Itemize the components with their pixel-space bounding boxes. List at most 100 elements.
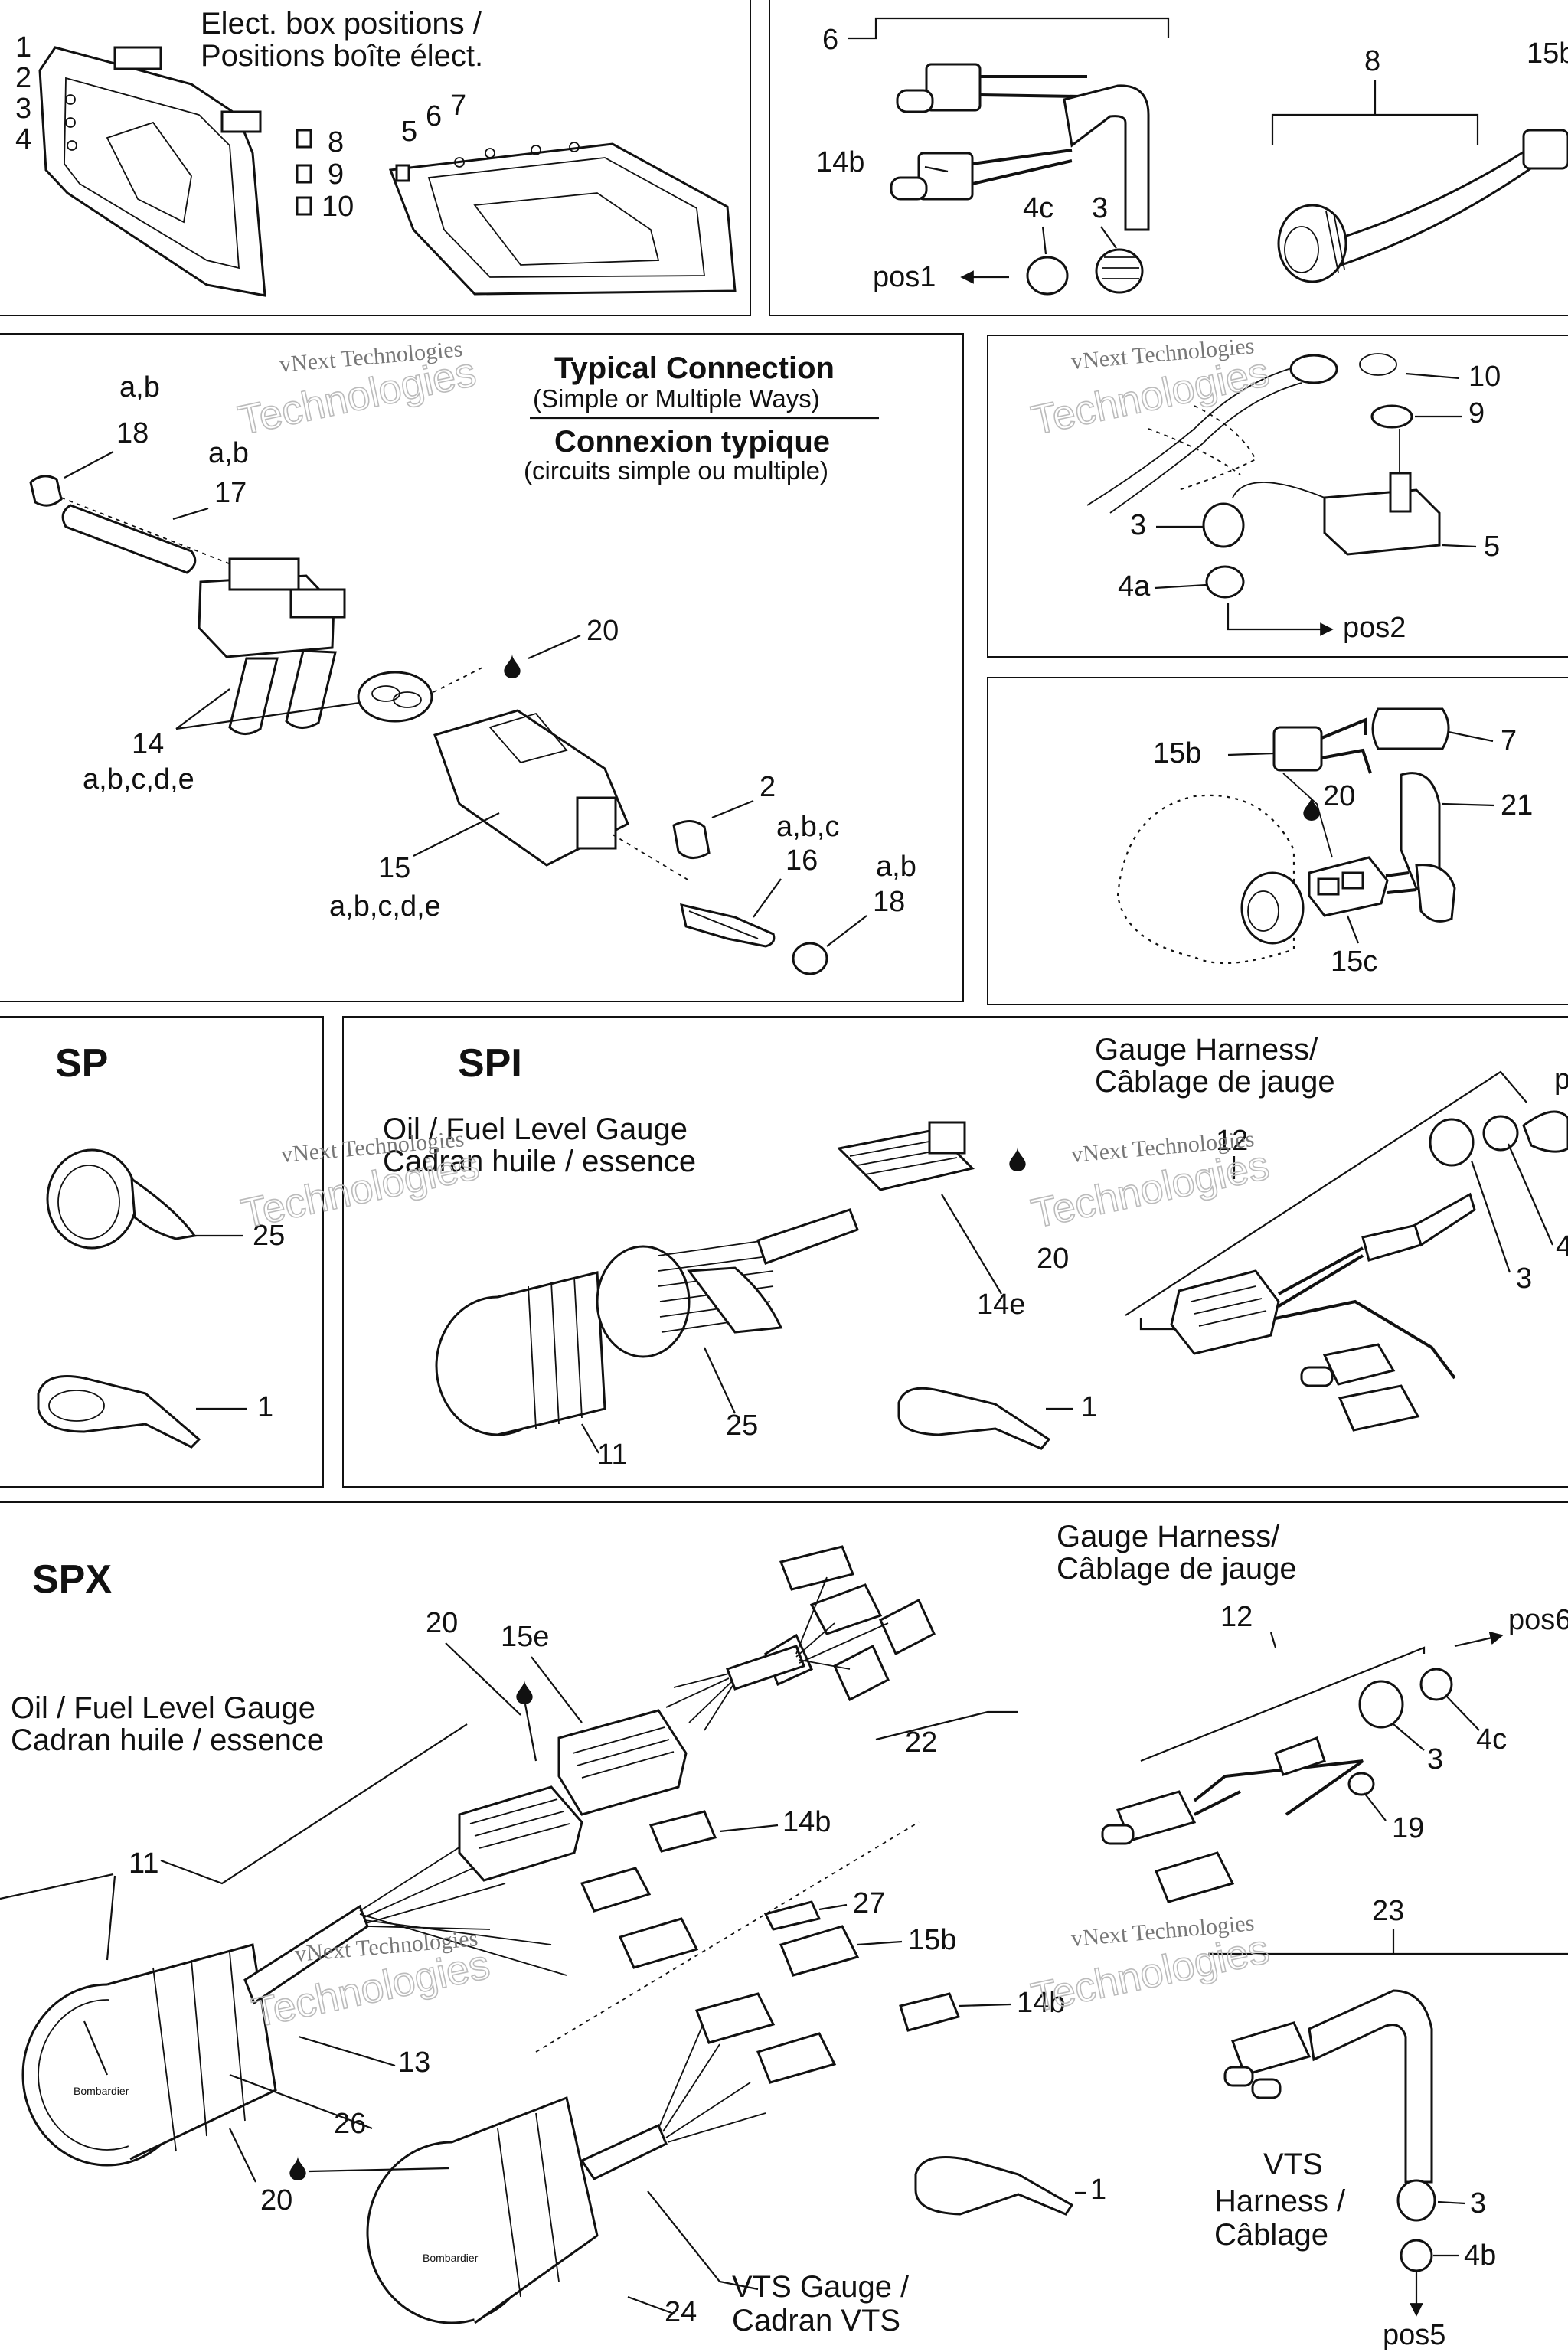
spx-harness-en: Gauge Harness/ bbox=[1057, 1520, 1280, 1553]
callout-10: 10 bbox=[322, 191, 354, 223]
callout-7: 7 bbox=[450, 90, 466, 122]
callout-6-harness: 6 bbox=[822, 24, 838, 56]
spx-panel: SPX Gauge Harness/ Câblage de jauge Oil … bbox=[0, 1520, 1568, 2351]
spi-panel: SPI Oil / Fuel Level Gauge Cadran huile … bbox=[237, 1033, 1568, 1471]
callout-3-spx-a: 3 bbox=[1427, 1743, 1443, 1775]
callout-12-spi: 12 bbox=[1216, 1125, 1248, 1157]
callout-ab-top: a,b bbox=[119, 371, 160, 403]
callout-19: 19 bbox=[1392, 1812, 1424, 1844]
callout-3-spi: 3 bbox=[1516, 1263, 1532, 1295]
vts-gauge-en: VTS Gauge / bbox=[732, 2270, 910, 2304]
callout-12-spx: 12 bbox=[1220, 1601, 1253, 1633]
typical-subheading-fr: (circuits simple ou multiple) bbox=[524, 456, 828, 485]
spx-title: SPX bbox=[32, 1557, 112, 1602]
callout-8: 8 bbox=[328, 126, 344, 158]
vts-harness-line2: Harness / bbox=[1214, 2184, 1346, 2218]
callout-9: 9 bbox=[328, 158, 344, 191]
typical-subheading-en: (Simple or Multiple Ways) bbox=[533, 384, 820, 413]
callout-15-variants: a,b,c,d,e bbox=[329, 890, 441, 923]
sensor-8-drawing bbox=[1277, 129, 1568, 283]
callout-1: 1 bbox=[15, 31, 31, 64]
vts-harness-line3: Câblage bbox=[1214, 2218, 1328, 2252]
callout-1-sp: 1 bbox=[257, 1391, 273, 1423]
elect-box-title-fr: Positions boîte élect. bbox=[201, 39, 483, 73]
safety-switch-drawing bbox=[1086, 353, 1477, 599]
callout-4-spi: 4 bbox=[1556, 1230, 1568, 1263]
typical-connection-drawing bbox=[29, 451, 867, 975]
typical-heading-fr: Connexion typique bbox=[554, 425, 830, 459]
callout-16-variants: a,b,c bbox=[776, 811, 839, 843]
callout-23: 23 bbox=[1372, 1895, 1404, 1927]
callout-3-spx-b: 3 bbox=[1470, 2187, 1486, 2220]
vts-harness-line1: VTS bbox=[1263, 2148, 1323, 2181]
callout-4b: 4b bbox=[1464, 2239, 1496, 2272]
callout-25-spi: 25 bbox=[726, 1410, 758, 1442]
callout-pos5: pos5 bbox=[1383, 2319, 1446, 2351]
callout-5: 5 bbox=[401, 116, 417, 148]
callout-11-spi: 11 bbox=[597, 1439, 627, 1471]
typical-connection-panel: Typical Connection (Simple or Multiple W… bbox=[29, 336, 916, 975]
callout-16: 16 bbox=[786, 844, 818, 877]
callout-25-sp: 25 bbox=[253, 1220, 285, 1252]
callout-20-typical: 20 bbox=[586, 615, 619, 647]
sp-panel: SP 25 1 bbox=[37, 1041, 285, 1449]
connector-right-panel: 7 15b 20 21 15c bbox=[1116, 707, 1533, 978]
callout-20-spx-b: 20 bbox=[260, 2184, 292, 2216]
callout-7-cap: 7 bbox=[1501, 725, 1517, 757]
callout-20-right: 20 bbox=[1323, 780, 1355, 812]
spx-harness-fr: Câblage de jauge bbox=[1057, 1552, 1297, 1586]
connector-right-drawing bbox=[1116, 707, 1495, 965]
callout-4c-spx: 4c bbox=[1476, 1723, 1507, 1756]
callout-ab-mid: a,b bbox=[208, 437, 249, 469]
callout-1-spx: 1 bbox=[1090, 2174, 1106, 2206]
spi-gauge-en: Oil / Fuel Level Gauge bbox=[383, 1112, 688, 1146]
callout-20-spi: 20 bbox=[1037, 1243, 1069, 1275]
callout-14-variants: a,b,c,d,e bbox=[83, 763, 194, 795]
callout-13: 13 bbox=[398, 2047, 430, 2079]
spx-gauge-en: Oil / Fuel Level Gauge bbox=[11, 1691, 315, 1725]
callout-4a: 4a bbox=[1118, 570, 1151, 603]
callout-3-switch: 3 bbox=[1130, 509, 1146, 541]
callout-14b-spx-b: 14b bbox=[1017, 1987, 1065, 2019]
sp-drawing bbox=[37, 1148, 247, 1449]
switch-panel: 10 9 3 5 4a pos2 vNext Technologies bbox=[1027, 333, 1501, 644]
callout-pos-cut: p bbox=[1554, 1063, 1568, 1096]
top-right-panel: 8 15b bbox=[1271, 38, 1568, 283]
spi-harness-en: Gauge Harness/ bbox=[1095, 1033, 1318, 1067]
top-mid-panel: 6 14b 4c 3 pos1 bbox=[816, 17, 1170, 296]
spi-harness-fr: Câblage de jauge bbox=[1095, 1065, 1335, 1099]
callout-pos2: pos2 bbox=[1343, 612, 1406, 644]
spx-drawing bbox=[0, 1545, 1568, 2324]
callout-14b-spx-a: 14b bbox=[782, 1806, 831, 1838]
callout-pos6: pos6 bbox=[1508, 1604, 1568, 1636]
callout-4c: 4c bbox=[1023, 192, 1054, 224]
callout-21: 21 bbox=[1501, 789, 1533, 822]
callout-14b: 14b bbox=[816, 146, 864, 178]
harness-6-drawing bbox=[890, 63, 1150, 296]
callout-2: 2 bbox=[760, 771, 776, 803]
elect-box-title-en: Elect. box positions / bbox=[201, 7, 482, 41]
callout-3: 3 bbox=[15, 93, 31, 125]
callout-15b-top: 15b bbox=[1527, 38, 1568, 70]
callout-15b-right: 15b bbox=[1153, 737, 1201, 769]
elect-box-panel: Elect. box positions / Positions boîte é… bbox=[15, 7, 737, 297]
callout-17: 17 bbox=[214, 477, 247, 509]
callout-18-bottom: 18 bbox=[873, 886, 905, 918]
callout-14-typical: 14 bbox=[132, 728, 164, 760]
callout-4: 4 bbox=[15, 123, 31, 155]
electrical-box-drawing bbox=[38, 46, 737, 297]
callout-15b-spx: 15b bbox=[908, 1924, 956, 1956]
callout-11-spx: 11 bbox=[129, 1847, 158, 1880]
callout-15e: 15e bbox=[501, 1621, 549, 1653]
callout-1-spi: 1 bbox=[1081, 1391, 1097, 1423]
callout-15-typical: 15 bbox=[378, 852, 410, 884]
sp-title: SP bbox=[55, 1041, 108, 1086]
gauge-brand-2: Bombardier bbox=[423, 2252, 479, 2264]
vts-gauge-fr: Cadran VTS bbox=[732, 2304, 900, 2337]
callout-27: 27 bbox=[853, 1887, 885, 1919]
callout-pos1: pos1 bbox=[873, 261, 936, 293]
panel-frames bbox=[0, 0, 1568, 1503]
callout-10-switch: 10 bbox=[1468, 361, 1501, 393]
callout-2: 2 bbox=[15, 62, 31, 94]
